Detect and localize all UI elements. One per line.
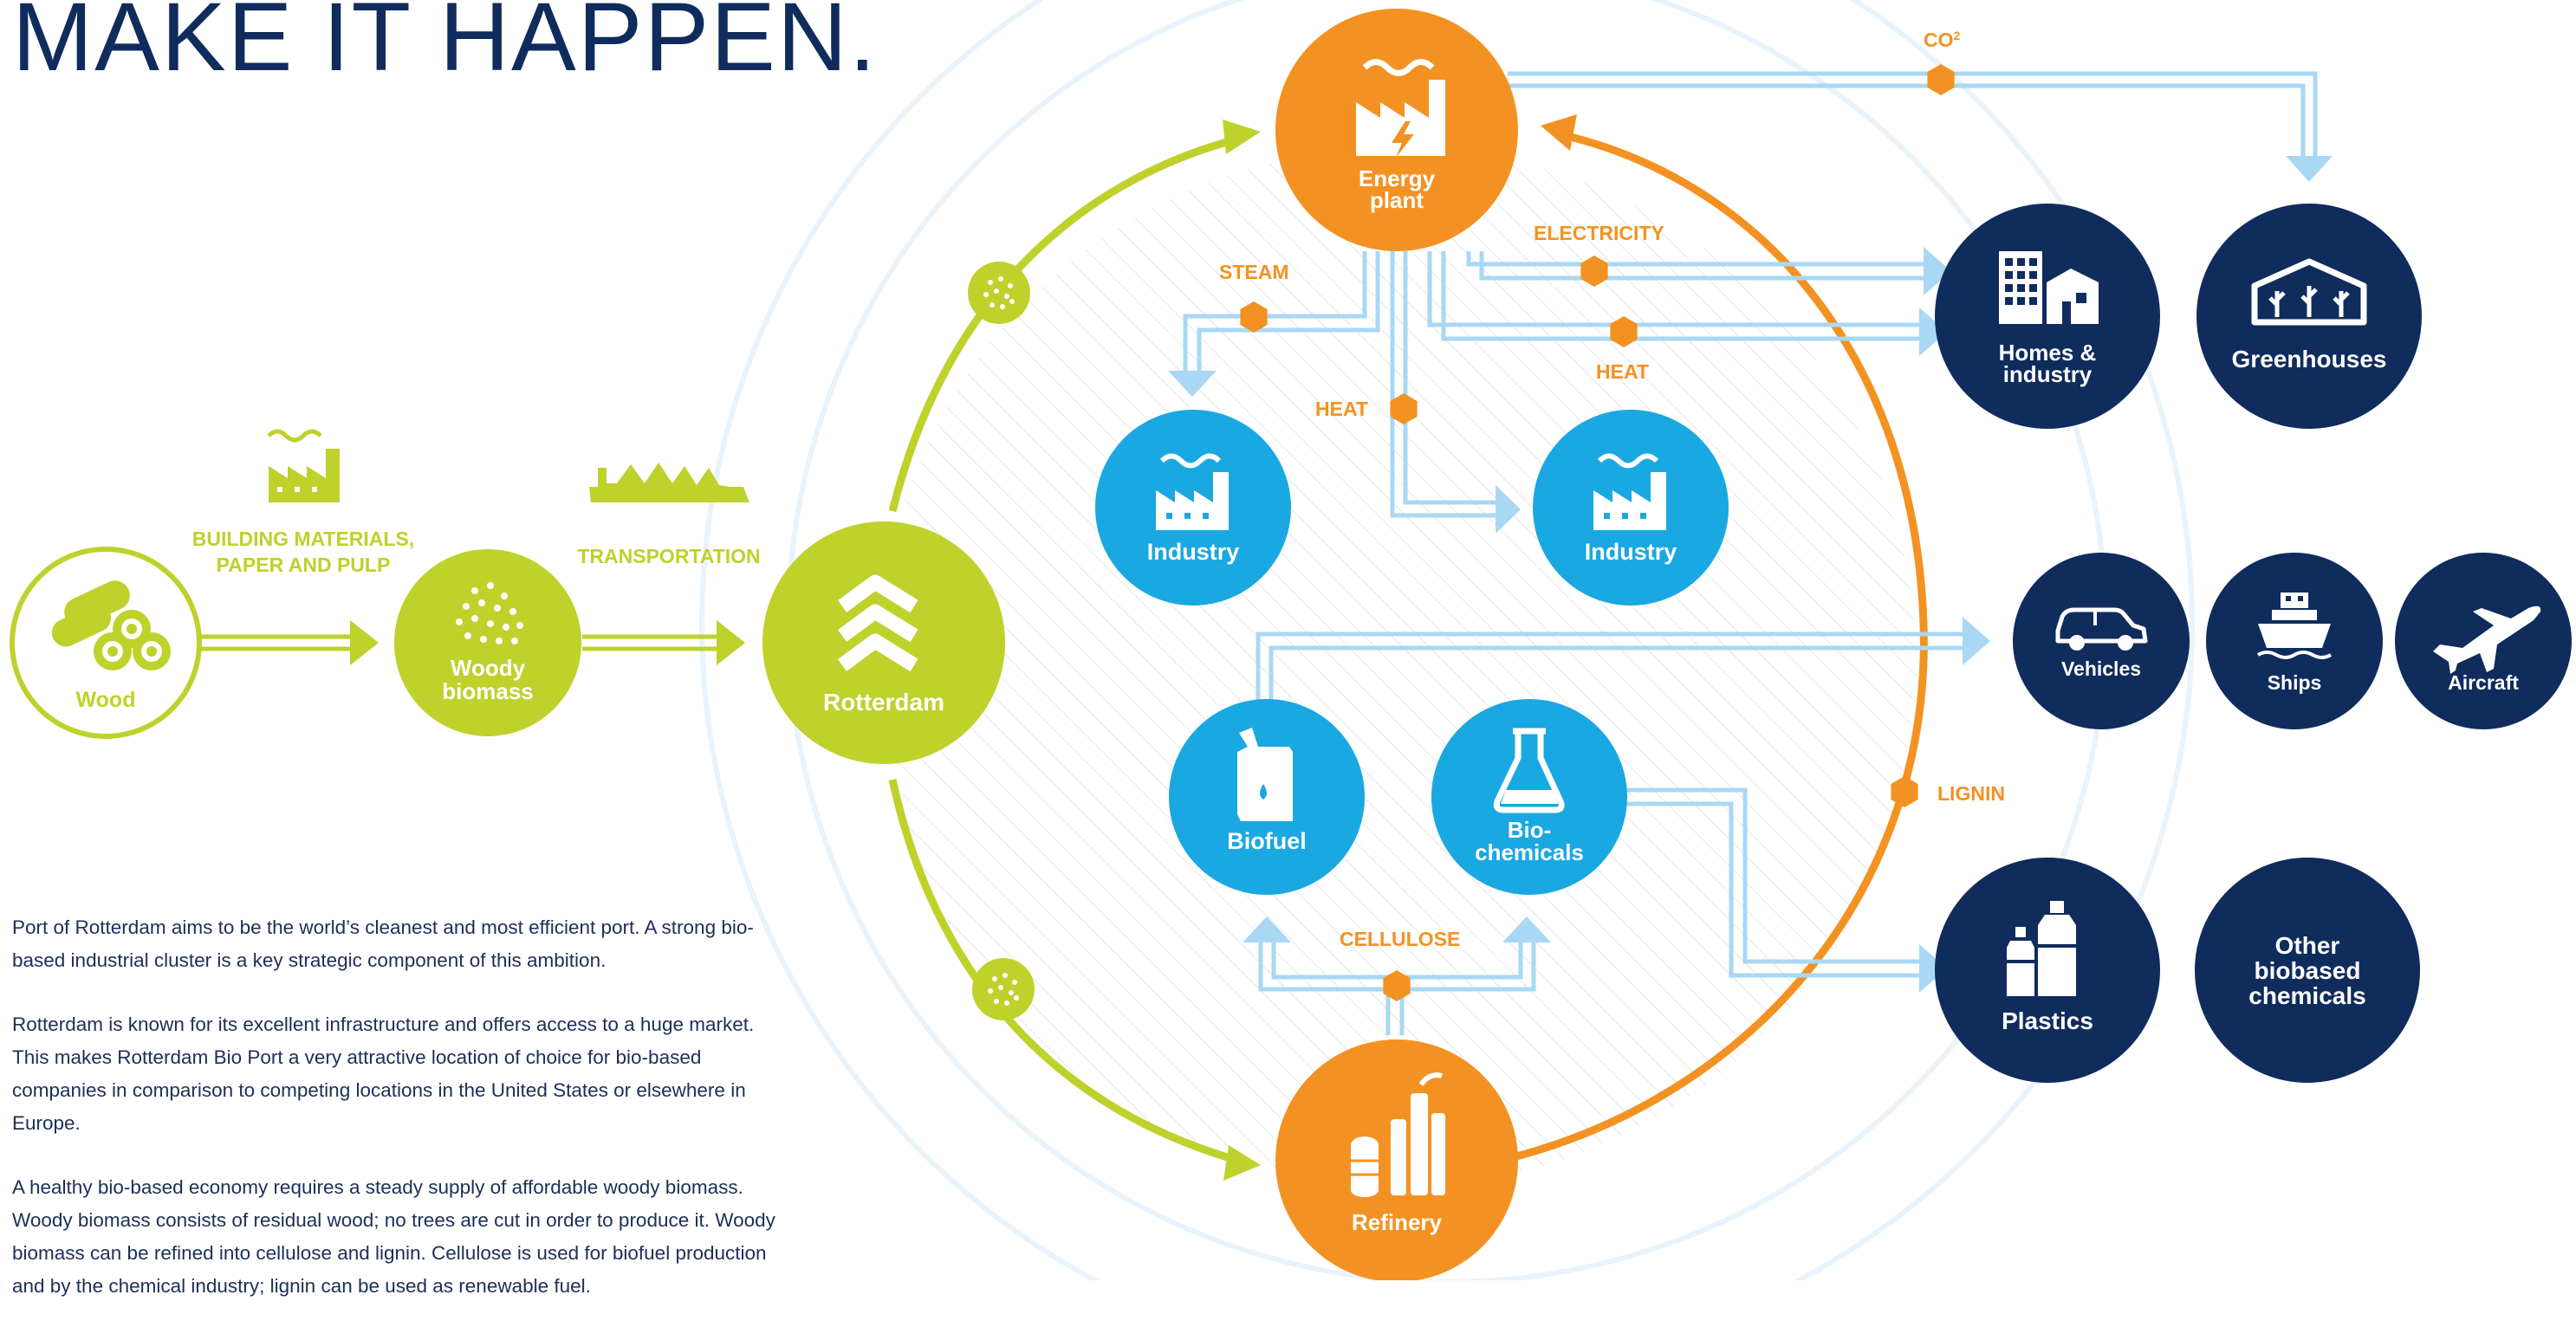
port-logo-icon: [837, 574, 918, 672]
pellet-dot: [968, 262, 1030, 324]
co2-label: CO2: [1924, 29, 1961, 51]
biochemicals-node: Bio- chemicals: [1431, 699, 1627, 895]
refinery-icon: [1351, 1072, 1445, 1197]
flow-pipes: [1183, 71, 2318, 1035]
woody-label: Woody: [451, 655, 526, 681]
paper-pulp-label: PAPER AND PULP: [217, 554, 391, 576]
chemicals-label: chemicals: [2248, 982, 2365, 1009]
transportation-label: TRANSPORTATION: [577, 545, 760, 567]
ship-icon: [589, 463, 749, 502]
ship-icon: [2256, 593, 2333, 659]
greenhouses-label: Greenhouses: [2232, 346, 2387, 372]
wood-label: Wood: [76, 688, 136, 712]
heat-label: HEAT: [1596, 360, 1649, 383]
biomass-label: biomass: [442, 678, 534, 704]
industry-node: Industry: [1533, 410, 1729, 605]
bottles-icon: [2007, 901, 2076, 996]
car-icon: [2055, 607, 2148, 651]
paragraph: Rotterdam is known for its excellent inf…: [12, 1013, 755, 1134]
pellet-dot: [972, 958, 1035, 1020]
industry-label: Industry: [1147, 539, 1240, 565]
green-arrow-head: [1223, 1145, 1261, 1181]
biofuel-node: Biofuel: [1169, 699, 1365, 895]
factory-icon: [267, 429, 340, 502]
factory-icon: [1593, 453, 1666, 530]
industry-sub-label: industry: [2003, 361, 2093, 387]
flask-icon: [1493, 728, 1565, 813]
greenhouse-icon: [2251, 258, 2367, 326]
vehicles-label: Vehicles: [2061, 657, 2141, 680]
heat-label: HEAT: [1315, 398, 1368, 420]
flow-arrow-head: [350, 620, 379, 665]
industry-label: Industry: [1585, 539, 1677, 565]
plastics-label: Plastics: [2002, 1007, 2093, 1034]
rotterdam-label: Rotterdam: [823, 689, 944, 716]
cellulose-label: CELLULOSE: [1340, 928, 1460, 950]
other-label: Other: [2275, 932, 2340, 959]
infographic: MAKE IT HAPPEN. Port of Rotterdam aims t…: [10, 0, 2572, 1297]
bio-label: Bio-: [1508, 817, 1552, 843]
intro-text: Port of Rotterdam aims to be the world’s…: [12, 911, 792, 1334]
lignin-label: LIGNIN: [1937, 782, 2005, 805]
vehicles-node: Vehicles: [2013, 553, 2190, 729]
transportation: TRANSPORTATION: [577, 463, 761, 567]
aircraft-node: Aircraft: [2395, 553, 2572, 729]
energy-plant-node: Energy plant: [1275, 9, 1518, 251]
wood-node: Wood: [10, 547, 202, 739]
rotterdam-node: Rotterdam: [762, 521, 1005, 764]
ships-label: Ships: [2268, 671, 2322, 694]
biobased-label: biobased: [2255, 957, 2361, 984]
other-chemicals-node: Other biobased chemicals: [2195, 858, 2420, 1083]
greenhouses-node: Greenhouses: [2196, 204, 2422, 429]
electricity-label: ELECTRICITY: [1534, 222, 1664, 244]
plastics-node: Plastics: [1935, 858, 2160, 1083]
ships-node: Ships: [2206, 553, 2383, 729]
orange-cycle-arc: [1515, 130, 1928, 1161]
page-headline: MAKE IT HAPPEN.: [12, 0, 878, 91]
orange-arrow-head: [1541, 114, 1577, 151]
homes-label: Homes &: [1999, 340, 2097, 366]
pellets-icon: [456, 582, 523, 644]
industry-node: Industry: [1095, 410, 1291, 605]
woody-biomass-node: Woody biomass: [394, 549, 581, 736]
building-materials: BUILDING MATERIALS, PAPER AND PULP: [192, 429, 414, 576]
flow-labels: CO2 ELECTRICITY STEAM HEAT HEAT CELLULOS…: [1219, 29, 2005, 950]
green-arrow-head: [1223, 120, 1261, 154]
paragraph: Port of Rotterdam aims to be the world’s…: [12, 916, 754, 971]
fuel-can-icon: [1237, 728, 1293, 821]
factory-icon: [1156, 453, 1229, 530]
plane-icon: [2433, 605, 2541, 674]
steam-label: STEAM: [1219, 261, 1289, 283]
energy-label: Energy: [1359, 165, 1436, 191]
hatched-core: [877, 147, 1917, 1187]
pipe-arrow-heads: [1168, 156, 2333, 993]
aircraft-label: Aircraft: [2448, 671, 2519, 694]
flow-arrow: [201, 634, 717, 651]
logs-icon: [51, 580, 171, 670]
green-cycle-arcs: [888, 134, 1241, 1165]
refinery-node: Refinery: [1275, 1039, 1518, 1280]
factory-bolt-icon: [1356, 59, 1445, 158]
building-materials-label: BUILDING MATERIALS,: [192, 528, 414, 550]
bio-port-diagram: Wood BUILDING MATERIALS, PAPER AND PULP: [10, 0, 2572, 1280]
chemicals-label: chemicals: [1475, 839, 1584, 865]
flow-arrow-head: [717, 620, 745, 665]
plant-label: plant: [1370, 187, 1424, 213]
biofuel-label: Biofuel: [1227, 828, 1307, 854]
refinery-label: Refinery: [1352, 1209, 1443, 1235]
homes-industry-node: Homes & industry: [1935, 204, 2160, 429]
buildings-icon: [1999, 251, 2099, 324]
